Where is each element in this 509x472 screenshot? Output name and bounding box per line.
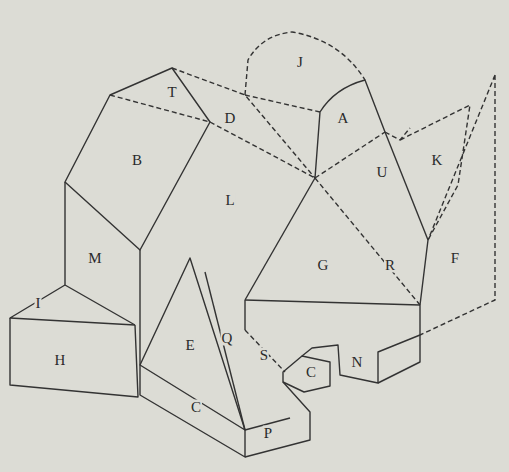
face-edge [245, 178, 315, 300]
face-letter: C [305, 365, 317, 380]
face-edge [244, 300, 245, 330]
face-edge [420, 75, 495, 335]
face-letter: I [35, 296, 42, 311]
face-edge [385, 132, 428, 240]
face-edge [10, 318, 138, 397]
face-edge [110, 95, 210, 122]
solid-edges [10, 32, 495, 457]
face-letter: S [259, 348, 269, 363]
face-letter: P [263, 426, 273, 441]
face-letter: K [431, 153, 444, 168]
face-edge [245, 330, 285, 372]
face-edge [245, 32, 365, 95]
face-edge [210, 122, 315, 178]
face-edge [283, 356, 330, 392]
face-edge [378, 335, 420, 383]
face-edge [139, 250, 140, 365]
face-edge [245, 95, 320, 112]
face-edge [245, 300, 420, 305]
face-edge [245, 382, 310, 457]
face-edge [315, 178, 420, 305]
face-letter: A [337, 111, 350, 126]
face-letter: E [184, 338, 195, 353]
face-edge [10, 285, 135, 325]
face-letter: G [317, 258, 330, 273]
face-letter: H [54, 353, 67, 368]
face-letter: F [450, 251, 460, 266]
face-letter: J [296, 55, 304, 70]
face-letter: C [190, 400, 202, 415]
face-letter: R [384, 258, 396, 273]
face-letter: B [131, 153, 143, 168]
face-letter: Q [221, 331, 234, 346]
face-letter: T [166, 85, 177, 100]
face-edge [315, 132, 385, 178]
face-edge [65, 182, 135, 325]
face-letter: D [224, 111, 237, 126]
face-edge [385, 105, 470, 240]
face-edge [172, 68, 315, 178]
face-letter: M [87, 251, 102, 266]
face-letter: L [224, 193, 235, 208]
face-edge [302, 335, 420, 383]
face-edge [65, 68, 210, 250]
face-edge [140, 365, 245, 457]
face-letter: U [376, 165, 389, 180]
face-edge [315, 80, 385, 178]
face-letter: N [351, 355, 364, 370]
face-edge [420, 240, 428, 335]
face-edge [205, 272, 245, 430]
